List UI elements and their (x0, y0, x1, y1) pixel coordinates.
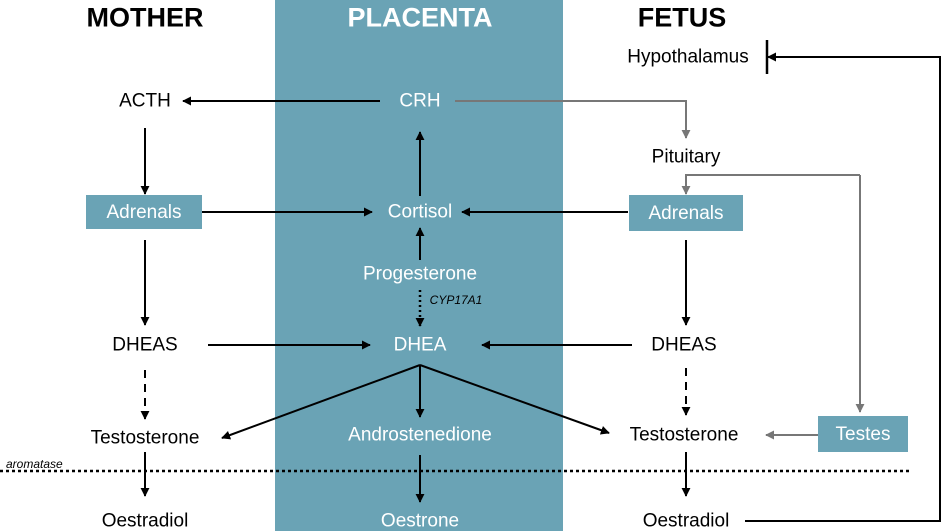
placenta-dhea: DHEA (393, 334, 447, 356)
placenta-progesterone: Progesterone (362, 263, 478, 285)
fetus-testes-box: Testes (818, 416, 908, 452)
mother-dheas: DHEAS (112, 334, 178, 356)
mother-adrenals-box: Adrenals (86, 195, 202, 229)
fetus-hypothalamus: Hypothalamus (627, 46, 749, 68)
header-mother: MOTHER (86, 2, 204, 33)
fetus-pituitary: Pituitary (651, 146, 721, 168)
fetus-testosterone: Testosterone (629, 424, 739, 446)
fetus-oestradiol: Oestradiol (642, 510, 730, 531)
placenta-crh: CRH (399, 90, 441, 112)
fetus-dheas: DHEAS (651, 334, 717, 356)
arrow-oestradiol-feedback-to-hypothalamus (745, 52, 941, 522)
aromatase-label: aromatase (6, 457, 63, 471)
fetus-adrenals-box: Adrenals (629, 195, 743, 231)
arrow-pituitary-to-adrenals (681, 174, 860, 195)
placenta-band (275, 0, 563, 531)
arrow-dhea-to-fetus-testosterone (419, 364, 610, 435)
arrow-dhea-to-mother-testosterone (221, 364, 421, 440)
header-placenta: PLACENTA (347, 2, 493, 33)
arrow-crh-to-pituitary (455, 100, 691, 139)
mother-testosterone: Testosterone (90, 427, 200, 449)
placenta-androstenedione: Androstenedione (348, 424, 492, 446)
placenta-oestrone: Oestrone (380, 510, 460, 531)
enzyme-cyp17a1: CYP17A1 (429, 293, 483, 307)
placenta-cortisol: Cortisol (387, 201, 453, 223)
header-fetus: FETUS (637, 2, 727, 33)
mother-oestradiol: Oestradiol (101, 510, 189, 531)
mother-acth: ACTH (119, 90, 171, 112)
